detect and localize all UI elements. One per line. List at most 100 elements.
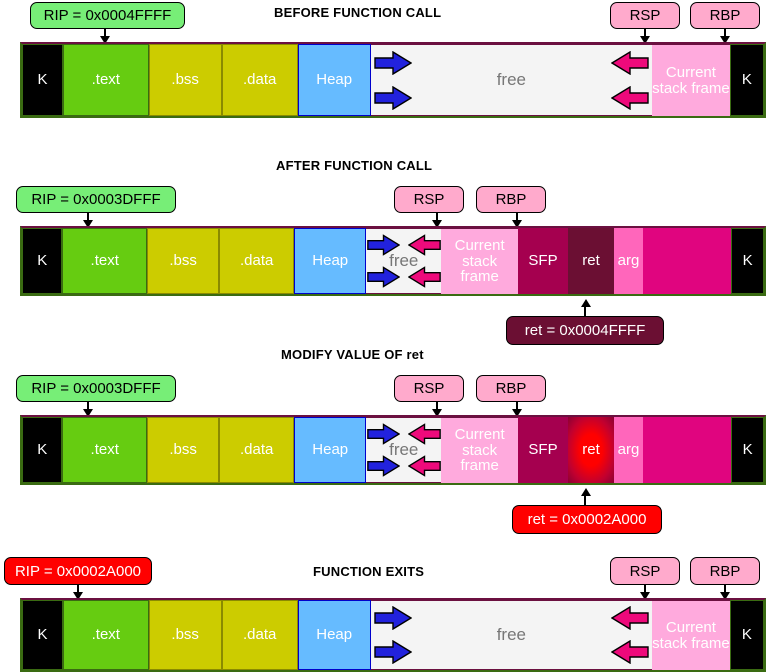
segment-kernel-low[interactable]: K bbox=[22, 600, 63, 670]
segment-text[interactable]: .text bbox=[62, 228, 148, 294]
segment-data[interactable]: .data bbox=[221, 600, 298, 670]
rip-connector-2 bbox=[87, 213, 89, 224]
segment-kernel-high[interactable]: K bbox=[731, 228, 765, 294]
segment-current-stack-frame[interactable]: Current stack frame bbox=[441, 417, 519, 483]
segment-heap[interactable]: Heap bbox=[297, 44, 371, 116]
segment-kernel-high[interactable]: K bbox=[729, 44, 764, 116]
rip-connector-4 bbox=[77, 585, 79, 596]
rbp-connector-4 bbox=[724, 585, 726, 596]
down-arrow-icon bbox=[640, 36, 650, 44]
segment-kernel-high[interactable]: K bbox=[731, 417, 765, 483]
segment-free-label: free bbox=[496, 625, 526, 645]
fat-right-arrow-icon bbox=[374, 606, 412, 630]
segment-kernel-high[interactable]: K bbox=[729, 600, 764, 670]
rsp-callout-2[interactable]: RSP bbox=[394, 186, 464, 213]
segment-free-label: free bbox=[389, 440, 419, 460]
heap-growth-arrows bbox=[373, 45, 413, 115]
memory-bar-2: K .text .bss .data Heap free bbox=[20, 226, 766, 296]
segment-old-stack-region[interactable] bbox=[642, 417, 732, 483]
ret-callout-connector-3 bbox=[584, 495, 586, 506]
down-arrow-icon bbox=[73, 592, 83, 600]
segment-kernel-low[interactable]: K bbox=[22, 417, 63, 483]
segment-arg[interactable]: arg bbox=[614, 228, 643, 294]
segment-bss[interactable]: .bss bbox=[147, 228, 220, 294]
segment-kernel-low[interactable]: K bbox=[22, 228, 63, 294]
fat-right-arrow-icon bbox=[374, 640, 412, 664]
rip-connector-3 bbox=[87, 402, 89, 413]
segment-sfp[interactable]: SFP bbox=[518, 417, 568, 483]
segment-sfp[interactable]: SFP bbox=[518, 228, 568, 294]
rip-callout-4[interactable]: RIP = 0x0002A000 bbox=[4, 557, 152, 585]
down-arrow-icon bbox=[720, 36, 730, 44]
segment-free[interactable]: free bbox=[366, 417, 442, 483]
memory-bar-1: K .text .bss .data Heap free bbox=[20, 42, 766, 118]
section-title-modify-value-of-ret: MODIFY VALUE OF ret bbox=[281, 347, 424, 362]
segment-bss[interactable]: .bss bbox=[147, 417, 220, 483]
ret-callout-2[interactable]: ret = 0x0004FFFF bbox=[506, 316, 664, 345]
down-arrow-icon bbox=[512, 220, 522, 228]
rsp-callout-1[interactable]: RSP bbox=[610, 2, 680, 29]
rsp-callout-3[interactable]: RSP bbox=[394, 375, 464, 402]
rbp-callout-3[interactable]: RBP bbox=[476, 375, 546, 402]
segment-current-stack-frame[interactable]: Current stack frame bbox=[652, 44, 730, 116]
segment-data[interactable]: .data bbox=[221, 44, 298, 116]
rsp-connector-2 bbox=[436, 213, 438, 224]
rip-callout-3[interactable]: RIP = 0x0003DFFF bbox=[16, 375, 176, 402]
segment-ret-modified[interactable]: ret bbox=[568, 417, 615, 483]
rbp-callout-1[interactable]: RBP bbox=[690, 2, 760, 29]
rip-callout-1[interactable]: RIP = 0x0004FFFF bbox=[30, 2, 185, 29]
segment-current-stack-frame[interactable]: Current stack frame bbox=[652, 600, 730, 670]
rip-callout-2[interactable]: RIP = 0x0003DFFF bbox=[16, 186, 176, 213]
segment-free[interactable]: free bbox=[370, 44, 652, 116]
fat-right-arrow-icon bbox=[374, 50, 412, 75]
fat-left-arrow-icon bbox=[611, 606, 649, 630]
stack-growth-arrows bbox=[610, 601, 650, 669]
fat-left-arrow-icon bbox=[611, 85, 649, 110]
rbp-connector-2 bbox=[516, 213, 518, 224]
ret-callout-3[interactable]: ret = 0x0002A000 bbox=[512, 505, 662, 534]
segment-text[interactable]: .text bbox=[62, 417, 148, 483]
segment-arg[interactable]: arg bbox=[614, 417, 643, 483]
segment-old-stack-region[interactable] bbox=[642, 228, 732, 294]
heap-growth-arrows bbox=[373, 601, 413, 669]
segment-ret[interactable]: ret bbox=[568, 228, 615, 294]
section-title-before-function-call: BEFORE FUNCTION CALL bbox=[274, 5, 442, 20]
rsp-callout-4[interactable]: RSP bbox=[610, 557, 680, 585]
down-arrow-icon bbox=[432, 220, 442, 228]
segment-heap[interactable]: Heap bbox=[294, 228, 367, 294]
rbp-callout-2[interactable]: RBP bbox=[476, 186, 546, 213]
segment-bss[interactable]: .bss bbox=[148, 600, 222, 670]
segment-free[interactable]: free bbox=[366, 228, 442, 294]
segment-kernel-low[interactable]: K bbox=[22, 44, 63, 116]
segment-text[interactable]: .text bbox=[62, 44, 149, 116]
segment-free-label: free bbox=[389, 251, 419, 271]
section-title-after-function-call: AFTER FUNCTION CALL bbox=[276, 158, 433, 173]
rsp-connector-1 bbox=[644, 29, 646, 40]
memory-bar-4: K .text .bss .data Heap free bbox=[20, 598, 766, 672]
segment-heap[interactable]: Heap bbox=[297, 600, 371, 670]
segment-text[interactable]: .text bbox=[62, 600, 149, 670]
segment-data[interactable]: .data bbox=[219, 228, 295, 294]
rbp-connector-3 bbox=[516, 402, 518, 413]
segment-free-label: free bbox=[496, 70, 526, 90]
segment-free[interactable]: free bbox=[370, 600, 652, 670]
down-arrow-icon bbox=[720, 592, 730, 600]
down-arrow-icon bbox=[83, 220, 93, 228]
down-arrow-icon bbox=[100, 36, 110, 44]
up-arrow-icon bbox=[581, 299, 591, 307]
fat-right-arrow-icon bbox=[374, 85, 412, 110]
stack-growth-arrows bbox=[610, 45, 650, 115]
fat-left-arrow-icon bbox=[611, 50, 649, 75]
up-arrow-icon bbox=[581, 488, 591, 496]
ret-callout-connector-2 bbox=[584, 306, 586, 319]
segment-heap[interactable]: Heap bbox=[294, 417, 367, 483]
segment-data[interactable]: .data bbox=[219, 417, 295, 483]
segment-bss[interactable]: .bss bbox=[148, 44, 222, 116]
fat-left-arrow-icon bbox=[611, 640, 649, 664]
segment-current-stack-frame[interactable]: Current stack frame bbox=[441, 228, 519, 294]
memory-bar-3: K .text .bss .data Heap free bbox=[20, 415, 766, 485]
down-arrow-icon bbox=[640, 592, 650, 600]
rbp-callout-4[interactable]: RBP bbox=[690, 557, 760, 585]
rsp-connector-4 bbox=[644, 585, 646, 596]
